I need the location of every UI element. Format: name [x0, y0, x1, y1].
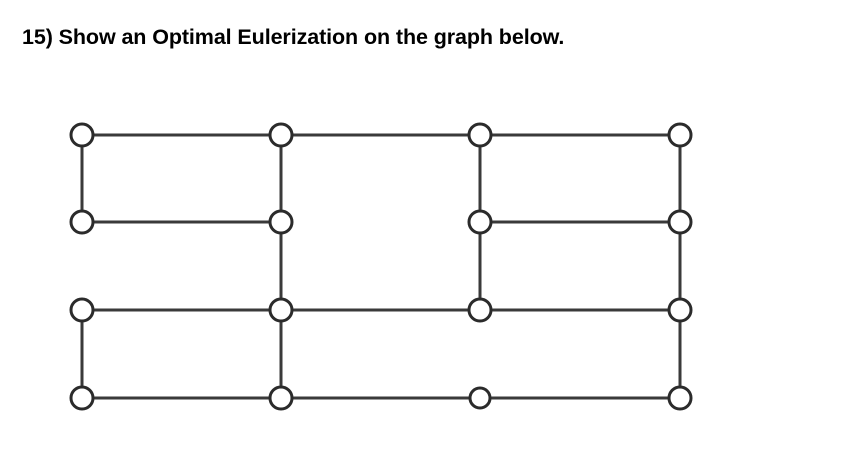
- graph-vertex[interactable]: [467, 297, 493, 323]
- graph-vertex[interactable]: [467, 209, 493, 235]
- graph-vertex[interactable]: [69, 122, 95, 148]
- graph-vertex[interactable]: [69, 385, 95, 411]
- page-title: 15) Show an Optimal Eulerization on the …: [22, 25, 565, 49]
- graph-vertex[interactable]: [268, 122, 294, 148]
- graph-vertex[interactable]: [667, 209, 693, 235]
- graph-vertex[interactable]: [268, 385, 294, 411]
- vertex-layer: [69, 122, 693, 411]
- edge-layer: [80, 133, 682, 400]
- graph-vertex[interactable]: [667, 122, 693, 148]
- graph-vertex[interactable]: [268, 209, 294, 235]
- graph-vertex[interactable]: [667, 385, 693, 411]
- graph-vertex[interactable]: [268, 297, 294, 323]
- graph-vertex[interactable]: [69, 209, 95, 235]
- graph-vertex[interactable]: [467, 122, 493, 148]
- graph-vertex[interactable]: [69, 297, 95, 323]
- graph-vertex[interactable]: [468, 386, 492, 410]
- graph-vertex[interactable]: [667, 297, 693, 323]
